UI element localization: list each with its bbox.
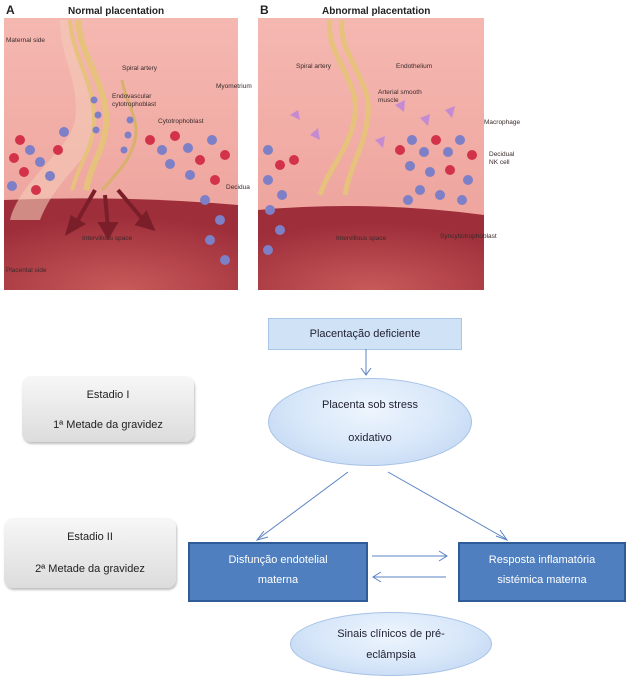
arrow-stress-to-endo [257, 471, 349, 540]
panel-b-letter: B [260, 3, 269, 17]
stage-2-subtitle: 2ª Metade da gravidez [35, 563, 145, 575]
panel-a-letter: A [6, 3, 15, 17]
stage-1-title: Estadio I [86, 389, 130, 401]
stress-line-2: oxidativo [348, 432, 392, 444]
stage-1-subtitle: 1ª Metade da gravidez [53, 419, 163, 431]
arrow-head-5 [372, 571, 382, 583]
arrow-head-2 [255, 530, 269, 541]
endo-line-2: materna [257, 574, 299, 586]
panel-a-title: Normal placentation [68, 6, 164, 17]
arrow-head-1 [360, 367, 372, 376]
cell-cluster-a [7, 96, 230, 265]
stress-line-1: Placenta sob stress [322, 399, 418, 411]
panel-b: B Abnormal placentation Spiral artery En… [258, 3, 521, 290]
cell-cluster-b [263, 135, 477, 255]
flow-arrows-a [64, 188, 156, 240]
infl-line-1: Resposta inflamatória [488, 554, 596, 566]
label-spiral-artery-b: Spiral artery [296, 63, 332, 70]
stage-2-box: Estadio II 2ª Metade da gravidez [4, 518, 176, 588]
clinical-signs-ellipse: Sinais clínicos de pré- eclâmpsia [290, 612, 492, 676]
label-decidua: Decidua [226, 184, 250, 191]
spiral-artery-b [317, 19, 358, 196]
panel-b-title: Abnormal placentation [322, 6, 430, 17]
label-intervillous-b: Intervillous space [336, 235, 387, 242]
label-cytotrophoblast: Cytotrophoblast [158, 118, 204, 125]
label-decidual-nk-1: Decidual [489, 151, 515, 158]
placentation-illustration: A Normal placentation Maternal side Plac… [4, 3, 521, 290]
signs-line-1: Sinais clínicos de pré- [337, 628, 445, 640]
label-endothelium: Endothelium [396, 63, 432, 70]
signs-line-2: eclâmpsia [366, 649, 416, 661]
intervillous-space-region [4, 198, 238, 290]
label-myometrium: Myometrium [216, 83, 252, 90]
label-syncytiotrophoblast: Syncytiotrophoblast [440, 233, 497, 240]
arrow-stress-to-infl [387, 471, 507, 540]
label-macrophage: Macrophage [484, 119, 521, 126]
endothelial-dysfunction-box: Disfunção endotelial materna [188, 542, 368, 602]
arrow-head-4 [438, 550, 448, 562]
label-spiral-artery-a: Spiral artery [122, 65, 158, 72]
inflammatory-response-box: Resposta inflamatória sistémica materna [458, 542, 626, 602]
label-intervillous-a: Intervillous space [82, 235, 133, 242]
oxidative-stress-ellipse: Placenta sob stress oxidativo [268, 378, 472, 466]
deficient-placentation-box: Placentação deficiente [268, 318, 462, 350]
label-endovascular-1: Endovascular [112, 93, 152, 100]
label-placental-side: Placental side [6, 267, 47, 274]
endo-line-1: Disfunção endotelial [228, 554, 328, 566]
stage-1-box: Estadio I 1ª Metade da gravidez [22, 376, 194, 442]
macrophage-cells [290, 100, 455, 148]
label-arterial-1: Arterial smooth [378, 89, 422, 96]
label-decidual-nk-2: NK cell [489, 159, 510, 166]
label-maternal-side: Maternal side [6, 37, 45, 44]
spiral-artery-a [75, 19, 110, 191]
label-arterial-2: muscle [378, 97, 399, 104]
stage-2-title: Estadio II [67, 531, 113, 543]
infl-line-2: sistémica materna [497, 574, 587, 586]
label-endovascular-2: cytotrophoblast [112, 101, 156, 108]
panel-a: A Normal placentation Maternal side Plac… [4, 3, 250, 290]
intervillous-space-region-b [258, 206, 484, 290]
arrow-head-3 [495, 529, 509, 542]
